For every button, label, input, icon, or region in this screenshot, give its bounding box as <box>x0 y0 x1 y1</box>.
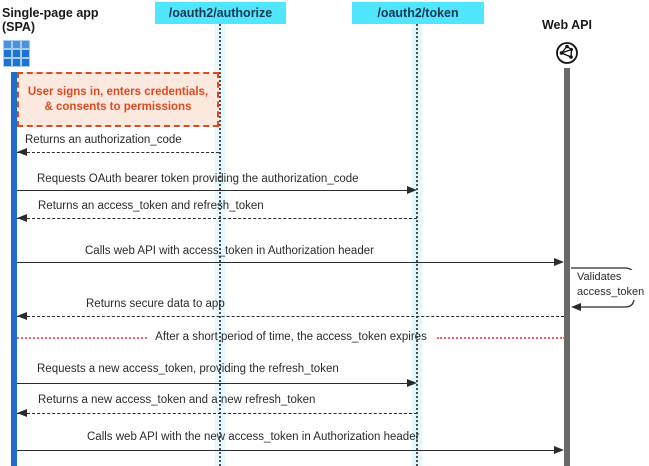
grid-cell <box>21 58 30 67</box>
arrowhead-left-icon <box>17 312 27 320</box>
message-label: Returns an authorization_code <box>25 134 182 146</box>
message-arrow-line <box>17 450 555 451</box>
token-lifeline-dotted-line <box>416 24 418 466</box>
self-message-label: Validates access_token <box>577 270 645 300</box>
grid-cell <box>12 58 21 67</box>
arrowhead-right-icon <box>554 446 564 454</box>
message-arrow-line <box>17 316 564 317</box>
web-api-activation-bar <box>564 68 570 466</box>
token-lifeline <box>412 24 422 466</box>
authorize-endpoint-box: /oauth2/authorize <box>155 2 286 24</box>
message-label: Requests a new access_token, providing t… <box>37 363 339 375</box>
divider-label: After a short period of time, the access… <box>155 331 427 343</box>
message-label: Requests OAuth bearer token providing th… <box>37 173 359 185</box>
message-label: Calls web API with the new access_token … <box>87 431 420 443</box>
arrowhead-left-icon <box>571 303 581 311</box>
arrowhead-left-icon <box>17 214 27 222</box>
spa-actor-name: Single-page app <box>2 6 99 20</box>
note-user-signs-in: User signs in, enters credentials, & con… <box>17 72 219 127</box>
message-arrow-line <box>17 413 417 414</box>
arrowhead-right-icon <box>407 186 417 194</box>
grid-cell <box>12 40 21 49</box>
token-endpoint-box: /oauth2/token <box>352 2 484 24</box>
arrowhead-left-icon <box>17 409 27 417</box>
grid-cell <box>3 58 12 67</box>
app-grid-icon <box>3 40 30 67</box>
divider-line-right <box>437 337 565 339</box>
message-arrow-line <box>17 218 417 219</box>
message-arrow-line <box>17 262 555 263</box>
message-arrow-line <box>17 152 219 153</box>
message-arrow-line <box>17 383 408 384</box>
message-label: Calls web API with access_token in Autho… <box>85 245 374 257</box>
spa-activation-bar <box>11 72 17 466</box>
grid-cell <box>21 40 30 49</box>
grid-cell <box>3 40 12 49</box>
divider-line-left <box>17 337 147 339</box>
spa-actor-title: Single-page app (SPA) <box>2 6 99 34</box>
message-label: Returns an access_token and refresh_toke… <box>38 200 264 212</box>
web-api-actor-title: Web API <box>541 18 592 32</box>
arrowhead-right-icon <box>554 258 564 266</box>
grid-cell <box>12 49 21 58</box>
message-label: Returns a new access_token and a new ref… <box>38 394 316 406</box>
grid-cell <box>21 49 30 58</box>
message-arrow-line <box>17 190 408 191</box>
arrowhead-right-icon <box>407 379 417 387</box>
authorize-lifeline-dotted-line <box>219 24 221 466</box>
spa-actor-subtitle: (SPA) <box>2 20 36 34</box>
arrowhead-left-icon <box>17 148 27 156</box>
globe-icon <box>556 42 578 64</box>
authorize-lifeline <box>215 24 225 466</box>
grid-cell <box>3 49 12 58</box>
message-label: Returns secure data to app <box>86 298 225 310</box>
